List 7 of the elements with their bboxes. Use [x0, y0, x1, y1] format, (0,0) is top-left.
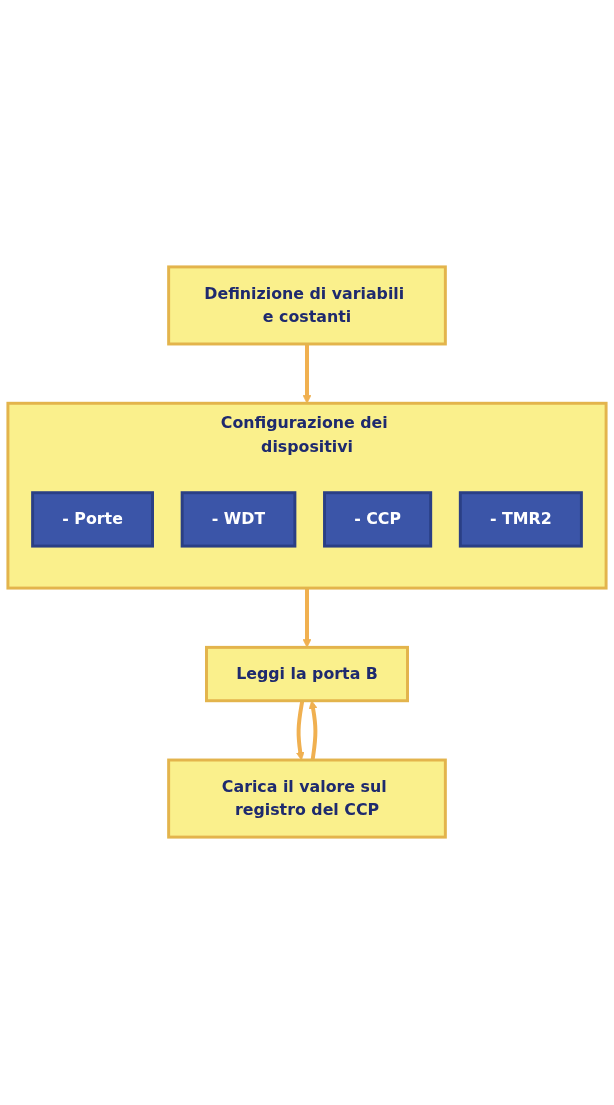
node-box: Leggi la porta B — [205, 646, 409, 703]
node-box: - CCP — [323, 491, 433, 549]
node-box: Definizione di variabili e costanti — [167, 265, 447, 346]
node-box: - Porte — [31, 491, 154, 549]
node-box: - TMR2 — [458, 491, 583, 549]
node-box: Carica il valore sul registro del CCP — [167, 759, 447, 840]
node-box: - WDT — [180, 491, 297, 549]
